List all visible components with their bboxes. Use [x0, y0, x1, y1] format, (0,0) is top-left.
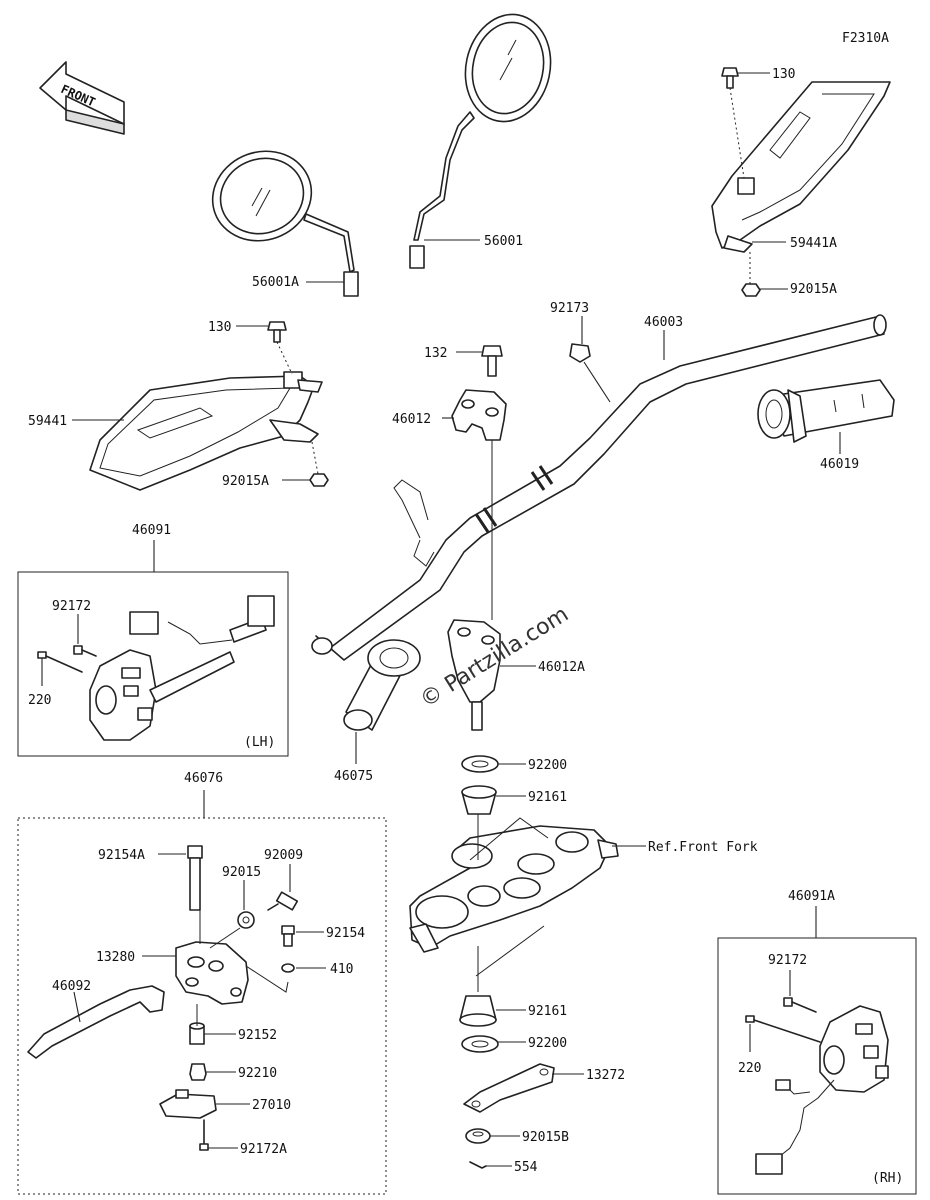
- label-46012a: 46012A: [538, 660, 585, 675]
- screw-220-rh: [745, 1015, 821, 1043]
- bolt-130-left: [267, 321, 287, 343]
- label-92210: 92210: [238, 1066, 277, 1081]
- handlebar-46003: [311, 314, 887, 661]
- screw-92172-lh: [73, 645, 97, 657]
- label-92154: 92154: [326, 926, 365, 941]
- holder-13280: [175, 941, 249, 1005]
- label-46003: 46003: [644, 315, 683, 330]
- bolt-92154a: [187, 845, 203, 911]
- label-92154a: 92154A: [98, 848, 145, 863]
- label-27010: 27010: [252, 1098, 291, 1113]
- label-92161-bot: 92161: [528, 1004, 567, 1019]
- label-92015a-top: 92015A: [790, 282, 837, 297]
- nut-92015a-left: [309, 473, 329, 487]
- nut-92015: [237, 911, 255, 929]
- guard-left-59441: [89, 371, 323, 491]
- guard-right-59441a: [711, 81, 891, 253]
- collar-92152: [189, 1022, 205, 1045]
- label-92009: 92009: [264, 848, 303, 863]
- label-130-left: 130: [208, 320, 231, 335]
- screw-92172a: [199, 1119, 209, 1151]
- holder-upper-46012: [451, 389, 507, 441]
- label-92152: 92152: [238, 1028, 277, 1043]
- label-92200-top: 92200: [528, 758, 567, 773]
- bushing-92161-top: [461, 785, 497, 815]
- label-220-lh: 220: [28, 693, 51, 708]
- clip-92173: [569, 343, 591, 363]
- switch-27010: [159, 1089, 217, 1119]
- bolt-92154: [281, 925, 295, 947]
- bushing-92161-bot: [459, 995, 497, 1027]
- screw-92009: [267, 891, 299, 911]
- label-46076: 46076: [184, 771, 223, 786]
- label-46091a: 46091A: [788, 889, 835, 904]
- mirror-left-56001a: [211, 150, 359, 297]
- label-92172-rh: 92172: [768, 953, 807, 968]
- label-92015: 92015: [222, 865, 261, 880]
- label-92172-lh: 92172: [52, 599, 91, 614]
- front-arrow-icon: FRONT: [39, 61, 125, 135]
- label-92161-top: 92161: [528, 790, 567, 805]
- washer-410: [281, 963, 295, 973]
- label-132: 132: [424, 346, 447, 361]
- label-92200-bot: 92200: [528, 1036, 567, 1051]
- label-56001: 56001: [484, 234, 523, 249]
- label-410: 410: [330, 962, 353, 977]
- washer-92200-top: [461, 755, 499, 773]
- grip-left-46075: [343, 639, 421, 731]
- switch-housing-rh: [755, 1005, 889, 1175]
- label-92015a-left: 92015A: [222, 474, 269, 489]
- box-rh-switch: [717, 937, 917, 1195]
- label-130-top: 130: [772, 67, 795, 82]
- label-13272: 13272: [586, 1068, 625, 1083]
- nut-92015a-top: [741, 283, 761, 297]
- nut-92015b: [465, 1128, 491, 1144]
- fork-bracket: [409, 825, 619, 953]
- label-13280: 13280: [96, 950, 135, 965]
- screw-92172-rh: [783, 997, 817, 1013]
- label-59441a: 59441A: [790, 236, 837, 251]
- box-lh-label: (LH): [244, 735, 275, 750]
- switch-housing-lh: [89, 595, 275, 741]
- label-220-rh: 220: [738, 1061, 761, 1076]
- label-92173: 92173: [550, 301, 589, 316]
- mirror-right-56001: [409, 13, 552, 269]
- label-92172a: 92172A: [240, 1142, 287, 1157]
- label-92015b: 92015B: [522, 1130, 569, 1145]
- label-46092: 46092: [52, 979, 91, 994]
- washer-92200-bot: [461, 1035, 499, 1053]
- box-lh-switch: [17, 571, 289, 757]
- label-46075: 46075: [334, 769, 373, 784]
- box-lever: [17, 817, 387, 1195]
- diagram-code: F2310A: [842, 31, 889, 46]
- nut-92210: [189, 1063, 207, 1081]
- watermark: © Partzilla.com: [416, 602, 573, 713]
- bolt-132: [481, 345, 503, 377]
- box-rh-label: (RH): [872, 1171, 903, 1186]
- clip-554: [469, 1161, 487, 1169]
- label-46012: 46012: [392, 412, 431, 427]
- grip-right-46019: [757, 379, 895, 443]
- lever-46092: [27, 985, 165, 1059]
- ref-front-fork: Ref.Front Fork: [648, 840, 758, 855]
- plate-13272: [463, 1063, 555, 1113]
- holder-lower-46012a: [447, 619, 501, 731]
- label-59441: 59441: [28, 414, 67, 429]
- label-46019: 46019: [820, 457, 859, 472]
- screw-220-lh: [37, 651, 83, 673]
- bolt-130-top: [721, 67, 739, 89]
- label-554: 554: [514, 1160, 538, 1175]
- label-46091: 46091: [132, 523, 171, 538]
- label-56001a: 56001A: [252, 275, 299, 290]
